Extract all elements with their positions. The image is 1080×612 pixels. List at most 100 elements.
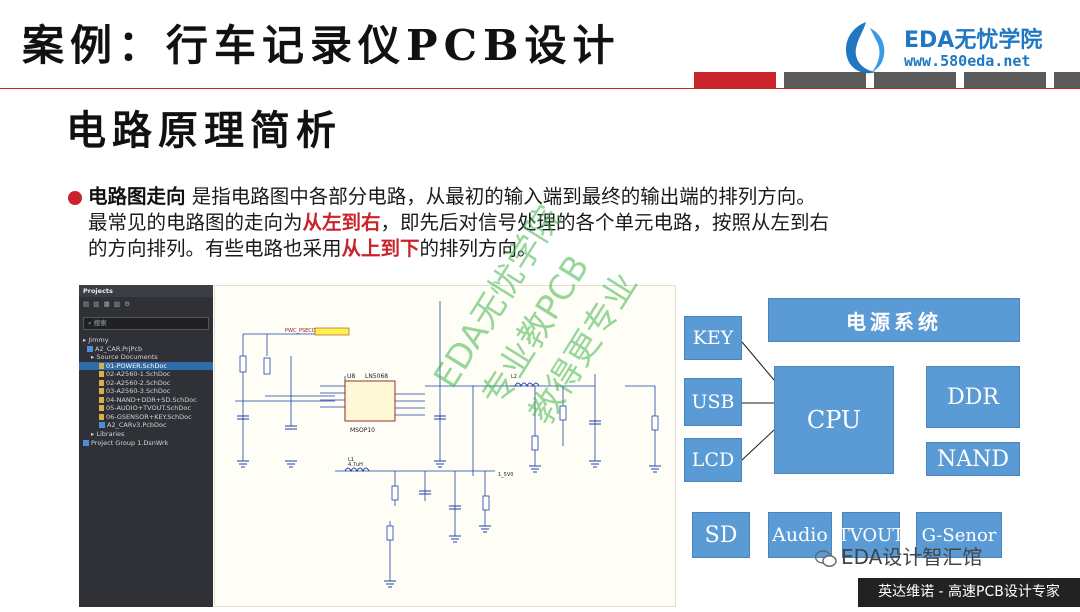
document-icon bbox=[99, 413, 104, 420]
tree-item-folder[interactable]: ▸ Libraries bbox=[79, 430, 213, 439]
para-line-2: 最常见的电路图的走向为从左到右，即先后对信号处理的各个单元电路，按照从左到右 bbox=[88, 210, 1048, 236]
document-icon bbox=[99, 362, 104, 369]
tree-item-label: A2_CARv3.PcbDoc bbox=[107, 421, 167, 429]
tree-item-label: 02-A2560-1.SchDoc bbox=[106, 370, 171, 378]
tree-item-label: 05-AUDIO+TVOUT.SchDoc bbox=[106, 404, 191, 412]
highlight-top-to-bottom: 从上到下 bbox=[341, 237, 420, 260]
title-divider bbox=[0, 88, 1080, 89]
power-system-block: 电源系统 bbox=[768, 298, 1020, 342]
sd-block: SD bbox=[692, 512, 750, 558]
tree-item-file[interactable]: 05-AUDIO+TVOUT.SchDoc bbox=[79, 404, 213, 413]
tree-item-file[interactable]: 01-POWER.SchDoc bbox=[79, 361, 213, 370]
schematic-drawing: U8 LN5068 MSOP10 PWC_PSECO L2 L1 4.7uH 1… bbox=[235, 301, 661, 588]
nand-block: NAND bbox=[926, 442, 1020, 476]
tree-item-label: Libraries bbox=[96, 429, 125, 438]
inductor-l2: L2 bbox=[511, 374, 517, 380]
line2-a: 最常见的电路图的走向为 bbox=[88, 211, 303, 234]
wechat-name: EDA设计智汇馆 bbox=[841, 545, 983, 569]
tree-item-label: 01-POWER.SchDoc bbox=[106, 361, 167, 370]
inductor-l1: L1 bbox=[348, 457, 354, 463]
header-tab-5 bbox=[1054, 72, 1080, 88]
tree-item-label: 02-A2560-2.SchDoc bbox=[106, 378, 171, 387]
document-icon bbox=[99, 388, 104, 394]
search-icon: ⌕ bbox=[88, 319, 94, 327]
block-diagram: 电源系统 KEY USB LCD CPU DDR NAND SD Audio T… bbox=[680, 290, 1080, 580]
tree-item-file[interactable]: 03-A2560-3.SchDoc bbox=[79, 387, 213, 396]
wechat-icon bbox=[815, 549, 837, 567]
body-paragraph: 电路图走向 是指电路图中各部分电路，从最初的输入端到最终的输出端的排列方向。 最… bbox=[88, 184, 1048, 262]
line2-b: ，即先后对信号处理的各个单元电路，按照从左到右 bbox=[380, 211, 830, 234]
toolbar-doc-icon[interactable]: ▤ bbox=[83, 300, 90, 308]
toolbar-gear-icon[interactable]: ⚙ bbox=[124, 300, 131, 308]
chip-ref: U8 bbox=[347, 373, 355, 380]
tree-item-pcb[interactable]: A2_CARv3.PcbDoc bbox=[79, 421, 213, 430]
tree-item-file[interactable]: 06-GSENSOR+KEY.SchDoc bbox=[79, 413, 213, 422]
schematic-view: U8 LN5068 MSOP10 PWC_PSECO L2 L1 4.7uH 1… bbox=[214, 285, 676, 607]
document-icon bbox=[99, 422, 105, 428]
document-icon bbox=[99, 405, 104, 411]
line3-a: 的方向排列。有些电路也采用 bbox=[88, 237, 342, 260]
toolbar-save-icon[interactable]: ▧ bbox=[113, 300, 121, 308]
tree-item-file[interactable]: 04-NAND+DDR+SD.SchDoc bbox=[79, 396, 213, 405]
tree-item-label: 06-GSENSOR+KEY.SchDoc bbox=[106, 412, 192, 421]
key-block: KEY bbox=[684, 316, 742, 360]
header-tab-2 bbox=[784, 72, 866, 88]
header-tab-1 bbox=[694, 72, 776, 88]
folder-icon: ▸ bbox=[91, 429, 97, 438]
toolbar-folder-icon[interactable]: ▥ bbox=[93, 300, 100, 308]
tree-item-label: Project Group 1.DsnWrk bbox=[91, 439, 169, 447]
footer-slogan: 英达维诺 - 高速PCB设计专家 bbox=[858, 578, 1080, 607]
tree-item-label: Source Documents bbox=[96, 353, 158, 361]
usb-block: USB bbox=[684, 378, 742, 426]
tree-item-project[interactable]: A2_CAR.PrjPcb bbox=[79, 345, 213, 354]
tree-item-file[interactable]: 02-A2560-2.SchDoc bbox=[79, 379, 213, 388]
document-icon bbox=[83, 440, 89, 446]
line1-rest: 是指电路图中各部分电路，从最初的输入端到最终的输出端的排列方向。 bbox=[185, 185, 816, 208]
output-net-label: 1_5V0 bbox=[498, 472, 513, 478]
slide-subtitle: 电路原理简析 bbox=[66, 107, 342, 154]
term: 电路图走向 bbox=[88, 185, 186, 208]
projects-toolbar: ▤ ▥ ▦ ▧ ⚙ bbox=[83, 300, 209, 314]
chip-name: LN5068 bbox=[365, 373, 388, 380]
chip-package: MSOP10 bbox=[350, 427, 375, 434]
block-connectors bbox=[741, 341, 775, 461]
document-icon bbox=[99, 371, 104, 377]
para-line-1: 电路图走向 是指电路图中各部分电路，从最初的输入端到最终的输出端的排列方向。 bbox=[88, 184, 1048, 210]
inductor-l1-value: 4.7uH bbox=[348, 462, 363, 468]
highlight-left-to-right: 从左到右 bbox=[302, 211, 381, 234]
bullet-dot bbox=[68, 191, 82, 205]
wechat-watermark: EDA设计智汇馆 bbox=[815, 541, 982, 570]
toolbar-open-icon[interactable]: ▦ bbox=[103, 300, 110, 308]
para-line-3: 的方向排列。有些电路也采用从上到下的排列方向。 bbox=[88, 236, 1048, 262]
tree-item-label: 03-A2560-3.SchDoc bbox=[106, 387, 171, 395]
document-icon bbox=[99, 396, 104, 403]
logo: EDA无忧学院 www.580eda.net bbox=[836, 18, 1066, 78]
tree-item-label: 04-NAND+DDR+SD.SchDoc bbox=[106, 395, 197, 404]
tree-item-group[interactable]: Project Group 1.DsnWrk bbox=[79, 439, 213, 448]
search-placeholder: 搜索 bbox=[93, 319, 107, 327]
tree-item-label: Jimmy bbox=[88, 336, 109, 344]
cpu-block: CPU bbox=[774, 366, 894, 474]
gsensor-block: G-Senor bbox=[916, 512, 1002, 558]
header-tab-4 bbox=[964, 72, 1046, 88]
tvout-block: TVOUT bbox=[838, 512, 904, 558]
logo-name: EDA无忧学院 bbox=[904, 28, 1043, 53]
document-icon: ▸ bbox=[83, 336, 89, 344]
net-label: PWC_PSECO bbox=[285, 328, 316, 334]
document-icon bbox=[87, 345, 93, 352]
document-icon bbox=[99, 379, 104, 386]
lcd-block: LCD bbox=[684, 438, 742, 482]
logo-url: www.580eda.net bbox=[904, 52, 1031, 70]
tree-item-label: A2_CAR.PrjPcb bbox=[95, 344, 143, 353]
line3-b: 的排列方向。 bbox=[419, 237, 537, 260]
tree-item-root[interactable]: ▸ Jimmy bbox=[79, 336, 213, 345]
projects-panel-title: Projects bbox=[79, 285, 213, 297]
folder-icon: ▸ bbox=[91, 353, 97, 361]
ddr-block: DDR bbox=[926, 366, 1020, 428]
tree-item-folder[interactable]: ▸ Source Documents bbox=[79, 353, 213, 362]
header-tab-3 bbox=[874, 72, 956, 88]
tree-item-file[interactable]: 02-A2560-1.SchDoc bbox=[79, 370, 213, 379]
projects-search-input[interactable]: ⌕ 搜索 bbox=[83, 317, 209, 330]
